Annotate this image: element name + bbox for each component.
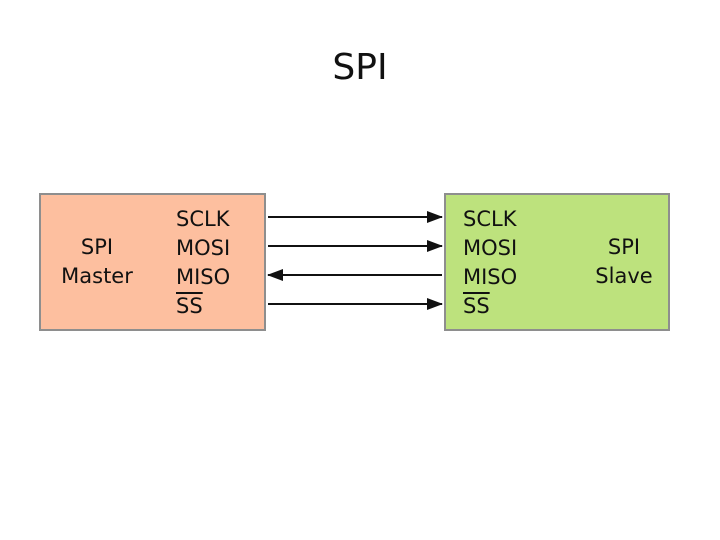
slave-signal-sclk: SCLK xyxy=(463,207,517,231)
spi-master-label: SPI Master xyxy=(49,233,145,291)
master-signal-list: SCLK MOSI MISO SS xyxy=(176,205,230,321)
slave-signal-miso: MISO xyxy=(463,265,518,289)
master-signal-ss: SS xyxy=(176,294,203,318)
spi-master-block: SPI Master SCLK MOSI MISO SS xyxy=(39,193,266,331)
master-signal-miso: MISO xyxy=(176,265,231,289)
spi-slave-block: SCLK MOSI MISO SS SPI Slave xyxy=(444,193,670,331)
spi-slave-label-line-1: SPI xyxy=(607,235,641,259)
spi-master-label-line-2: Master xyxy=(61,264,133,288)
slave-signal-list: SCLK MOSI MISO SS xyxy=(463,205,517,321)
slave-signal-mosi: MOSI xyxy=(463,236,518,260)
spi-slave-label: SPI Slave xyxy=(584,233,664,291)
master-signal-mosi: MOSI xyxy=(176,236,231,260)
slide-title: SPI xyxy=(332,47,388,88)
spi-slave-label-line-2: Slave xyxy=(595,264,653,288)
master-signal-sclk: SCLK xyxy=(176,207,230,231)
slave-signal-ss: SS xyxy=(463,294,490,318)
spi-master-label-line-1: SPI xyxy=(80,235,114,259)
